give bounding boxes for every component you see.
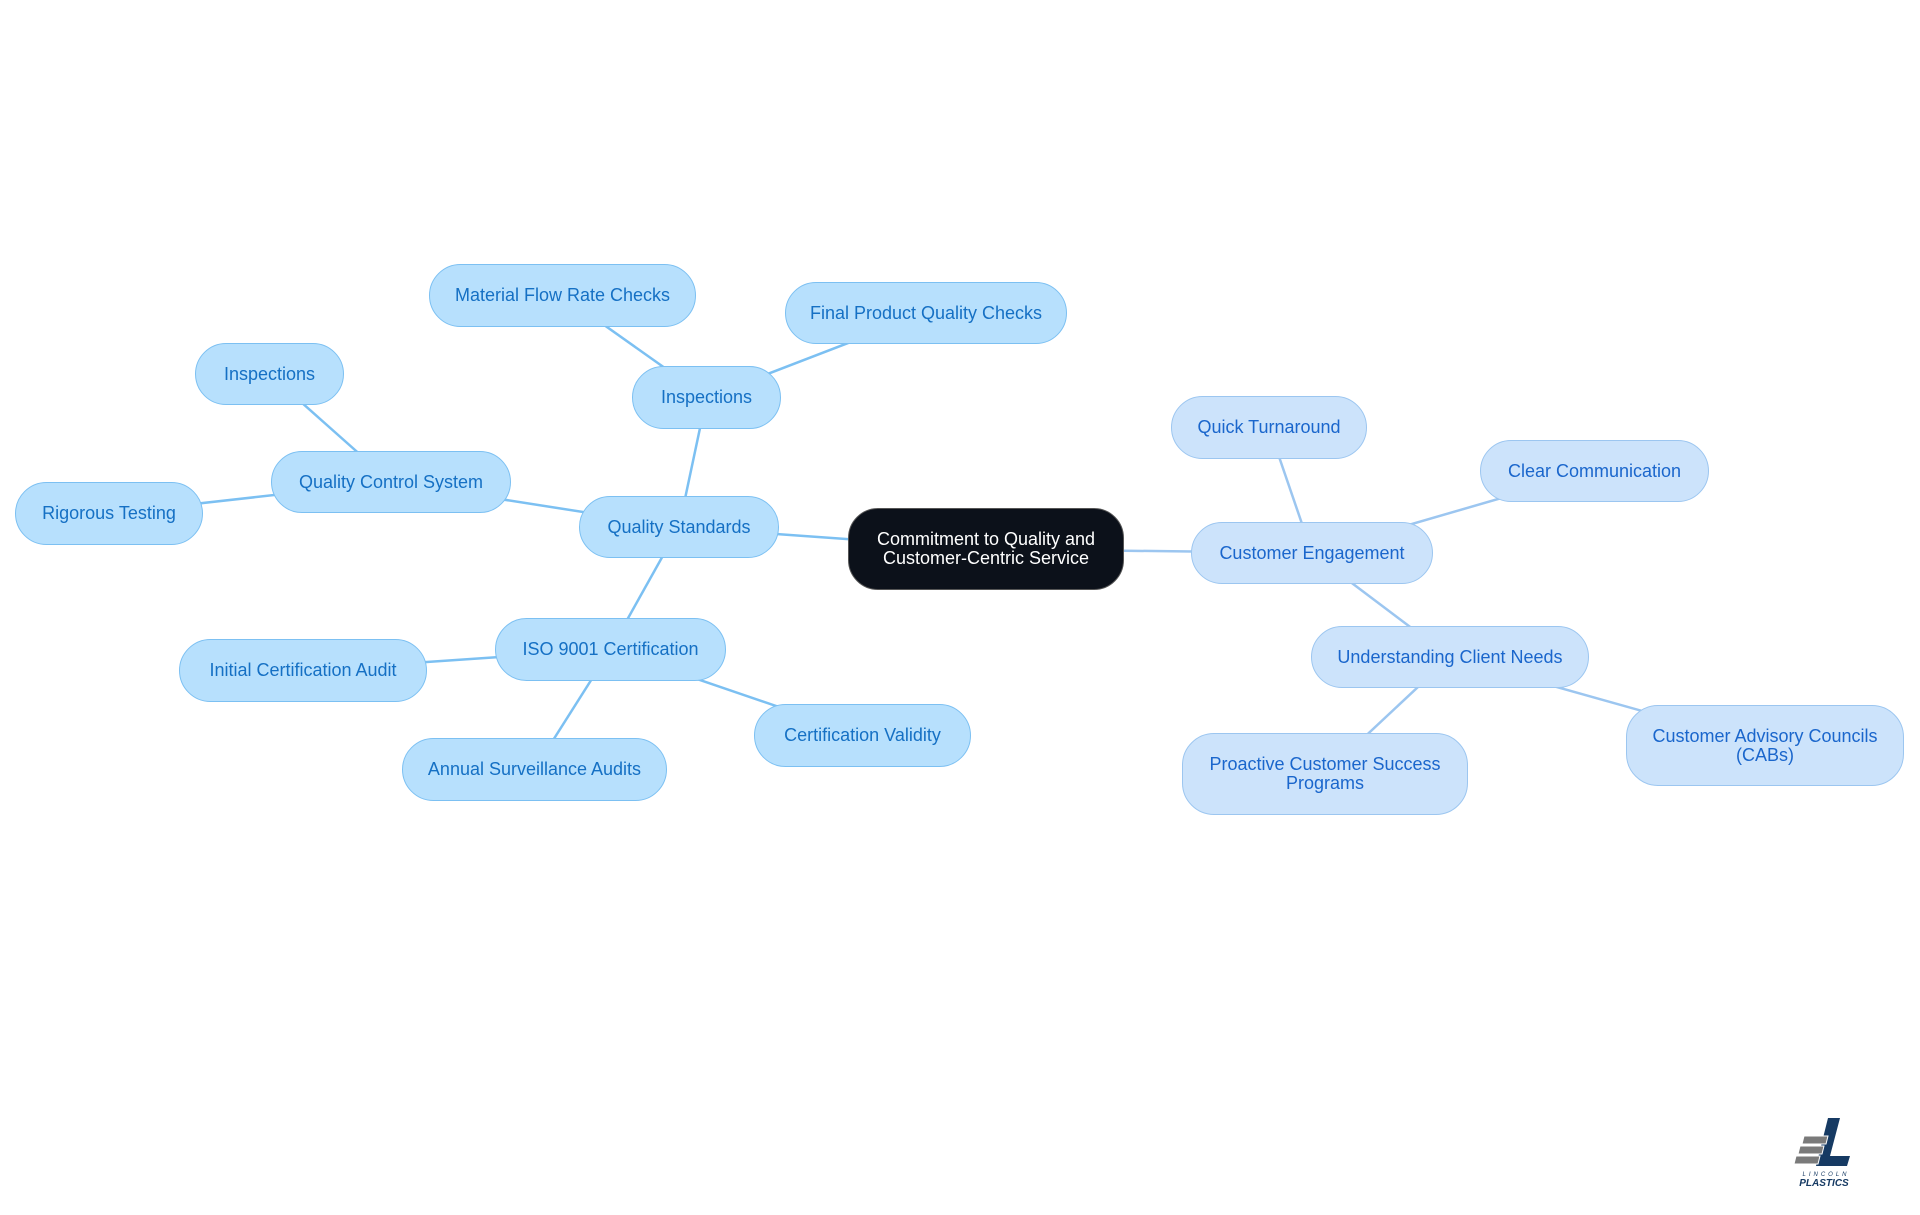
node-label: Final Product Quality Checks — [809, 302, 1043, 323]
node-final-product-quality-checks[interactable]: Final Product Quality Checks — [785, 282, 1067, 344]
node-label: Inspections — [660, 387, 753, 407]
node-label: Quality Control System — [298, 471, 484, 492]
node-rigorous-testing[interactable]: Rigorous Testing — [15, 482, 203, 545]
node-annual-surveillance-audits[interactable]: Annual Surveillance Audits — [402, 738, 667, 801]
node-label: Annual Surveillance Audits — [427, 759, 642, 779]
node-label: Certification Validity — [784, 725, 941, 745]
node-material-flow-rate-checks[interactable]: Material Flow Rate Checks — [429, 264, 696, 327]
node-label: Proactive Customer Success Programs — [1209, 754, 1441, 793]
node-quality-control-system[interactable]: Quality Control System — [271, 451, 511, 513]
node-understanding-client-needs[interactable]: Understanding Client Needs — [1311, 626, 1589, 688]
node-certification-validity[interactable]: Certification Validity — [754, 704, 971, 767]
lincoln-plastics-logo: LINCOLN PLASTICS — [1793, 1118, 1850, 1189]
node-inspections[interactable]: Inspections — [632, 366, 781, 429]
node-proactive-customer-success-programs[interactable]: Proactive Customer Success Programs — [1182, 733, 1468, 815]
root-node[interactable]: Commitment to Quality and Customer-Centr… — [848, 508, 1124, 590]
root-label: Commitment to Quality and Customer-Centr… — [876, 529, 1096, 568]
node-label: Inspections — [223, 363, 316, 384]
node-clear-communication[interactable]: Clear Communication — [1480, 440, 1709, 502]
node-label: ISO 9001 Certification — [522, 639, 699, 659]
node-initial-certification-audit[interactable]: Initial Certification Audit — [179, 639, 427, 702]
svg-text:PLASTICS: PLASTICS — [1799, 1178, 1849, 1189]
node-label: Clear Communication — [1507, 460, 1682, 481]
node-quality-standards[interactable]: Quality Standards — [579, 496, 779, 558]
node-iso-9001-certification[interactable]: ISO 9001 Certification — [495, 618, 726, 681]
node-label: Quality Standards — [607, 516, 751, 537]
node-quick-turnaround[interactable]: Quick Turnaround — [1171, 396, 1367, 459]
node-label: Material Flow Rate Checks — [454, 285, 671, 305]
node-label: Understanding Client Needs — [1337, 646, 1563, 667]
node-qcs-inspections[interactable]: Inspections — [195, 343, 344, 405]
node-customer-engagement[interactable]: Customer Engagement — [1191, 522, 1433, 584]
node-customer-advisory-councils[interactable]: Customer Advisory Councils (CABs) — [1626, 705, 1904, 786]
node-label: Quick Turnaround — [1197, 417, 1341, 437]
node-label: Initial Certification Audit — [209, 660, 397, 680]
node-label: Rigorous Testing — [42, 503, 176, 523]
node-label: Customer Engagement — [1219, 542, 1405, 563]
node-label: Customer Advisory Councils (CABs) — [1652, 725, 1878, 765]
svg-text:LINCOLN: LINCOLN — [1802, 1172, 1849, 1178]
